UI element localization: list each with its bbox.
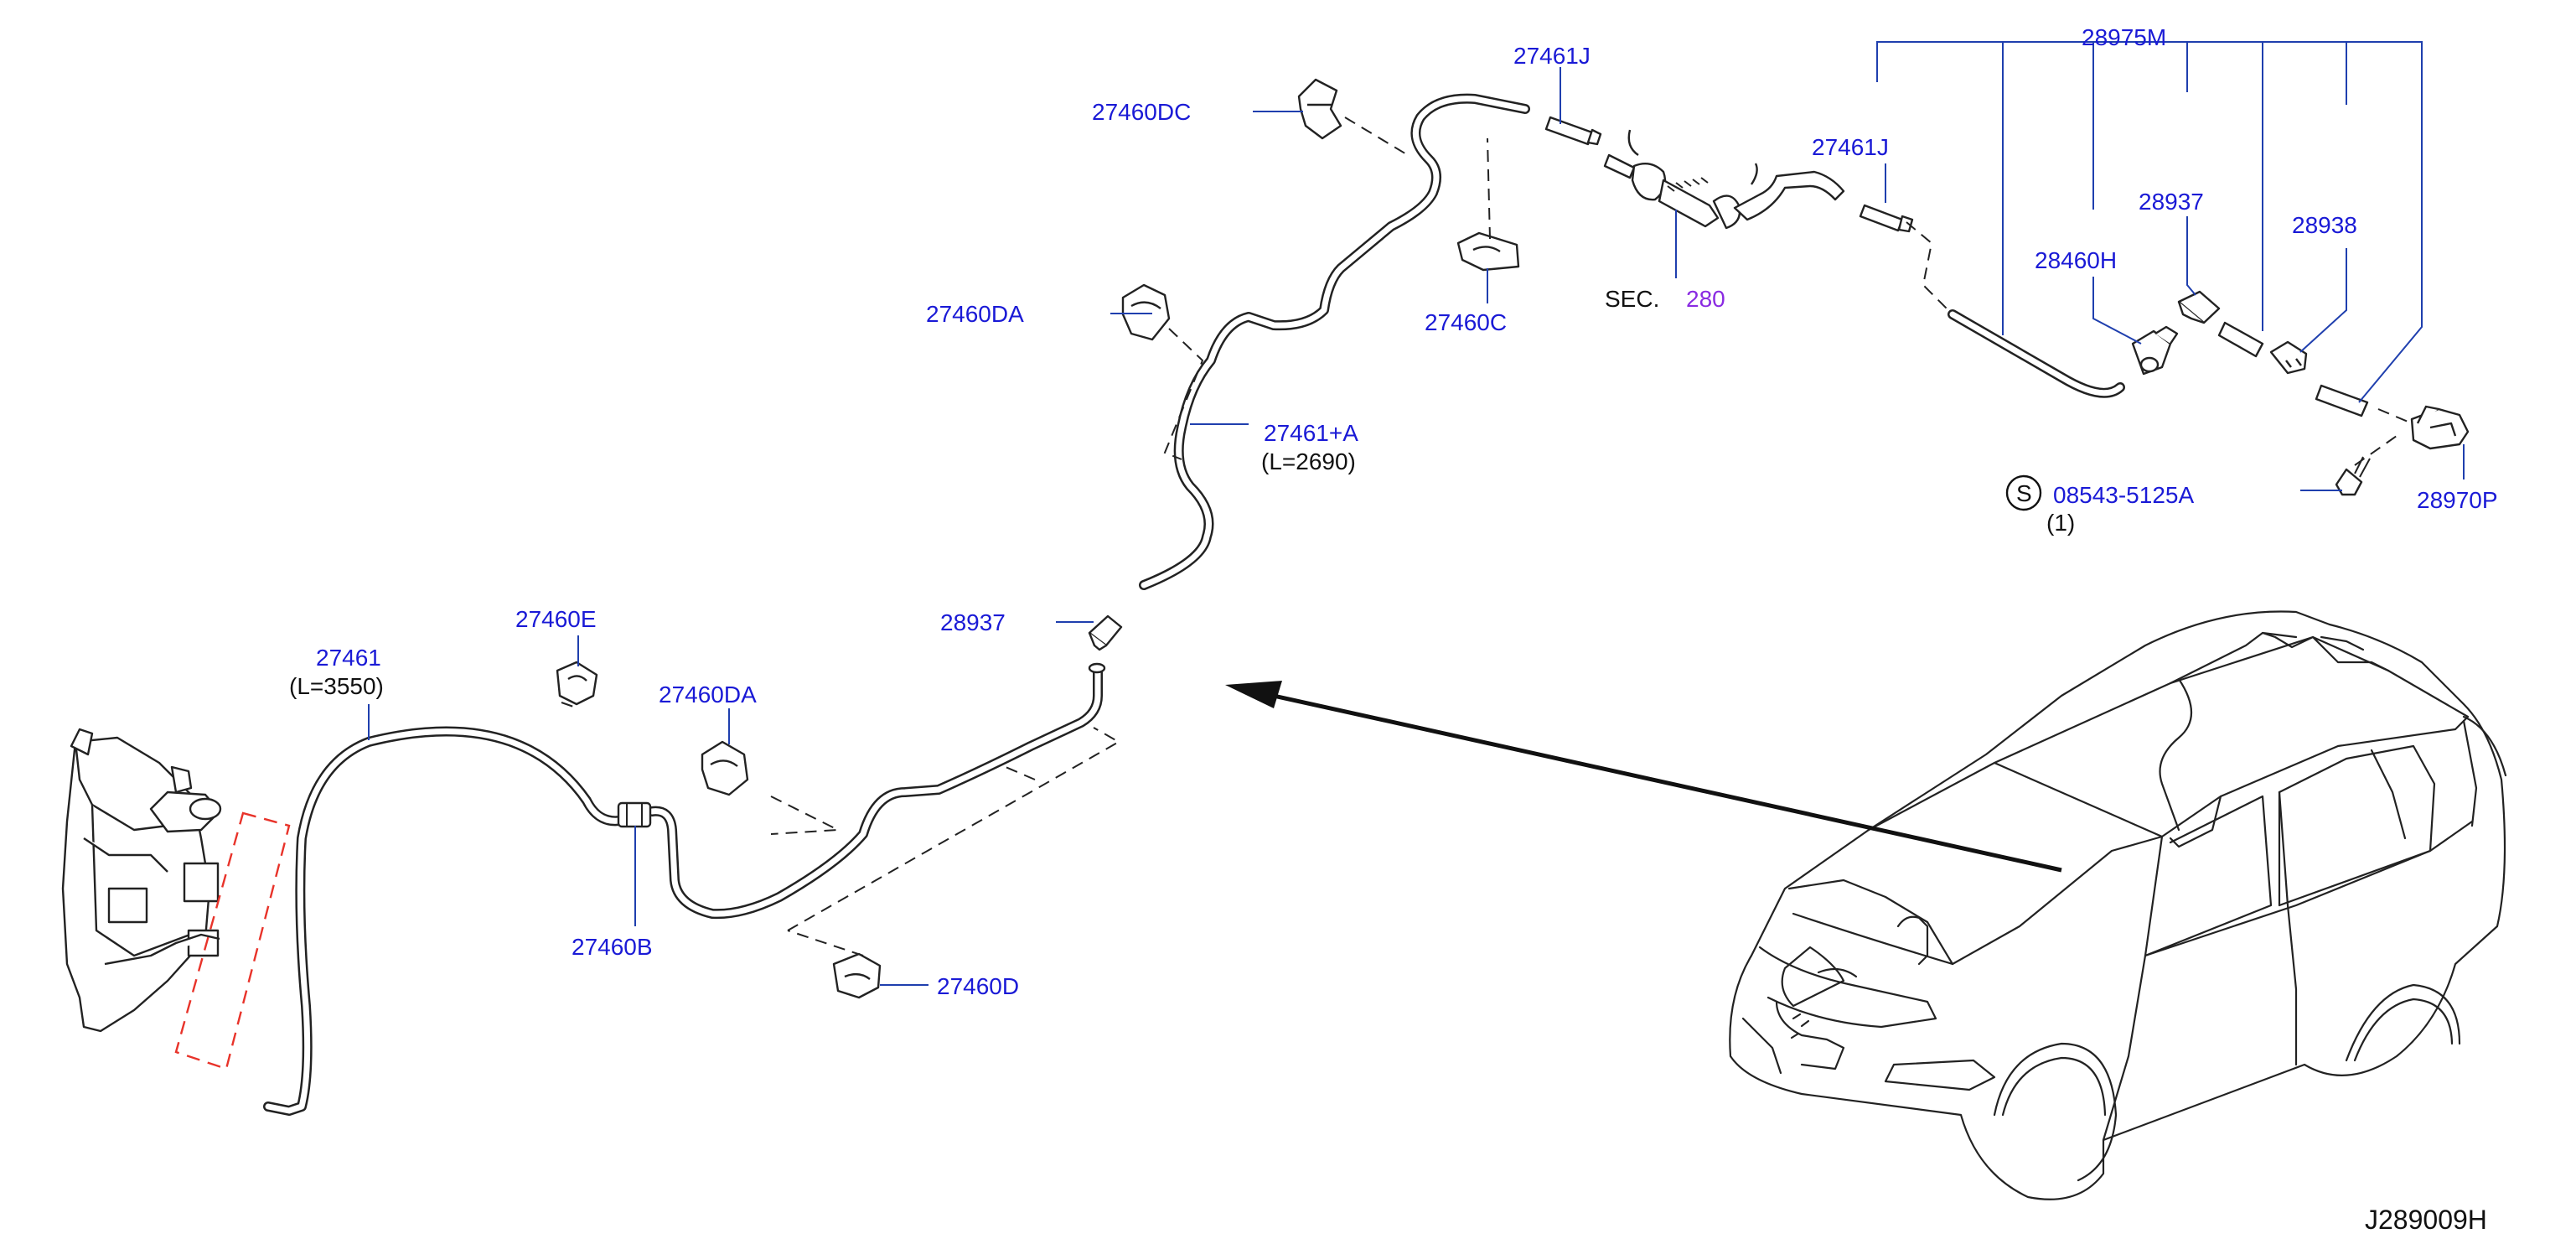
label-27460d: 27460D	[937, 973, 1019, 999]
label-27460e: 27460E	[515, 606, 597, 632]
label-27460da-lower: 27460DA	[659, 682, 757, 708]
label-27460c: 27460C	[1425, 309, 1507, 335]
clip-27460c	[1456, 231, 1520, 272]
vehicle-illustration	[1729, 610, 2507, 1200]
joint-27461j-lower	[1859, 204, 1914, 233]
check-valve-sec280	[1603, 129, 1845, 230]
clip-27460d	[832, 952, 882, 999]
label-27460b: 27460B	[572, 934, 653, 960]
label-28937-upper: 28937	[2139, 189, 2204, 215]
joint-28937-lower	[1088, 614, 1123, 674]
label-27461j-upper: 27461J	[1513, 43, 1591, 69]
valve-27460b	[617, 801, 652, 828]
nozzle-28970p	[2410, 405, 2470, 450]
washer-reservoir-tank	[61, 728, 222, 1033]
label-sec-number[interactable]: 280	[1686, 286, 1725, 312]
location-arrow	[1273, 693, 2062, 873]
label-27460da-upper: 27460DA	[926, 301, 1024, 327]
label-28937-lower: 28937	[940, 609, 1006, 635]
label-27461-a: 27461+A	[1264, 420, 1358, 446]
hose-28975m-segment	[1948, 309, 2125, 398]
label-27461-a-length: (L=2690)	[1261, 448, 1356, 474]
label-28975m: 28975M	[2082, 24, 2166, 50]
leader-lines	[368, 41, 2465, 986]
assembly-dash-lines	[561, 117, 2413, 956]
label-28938: 28938	[2292, 212, 2357, 238]
joint-27461j-upper	[1544, 116, 1602, 146]
hose-27461	[263, 726, 629, 1116]
label-08543-5125a: 08543-5125A	[2053, 482, 2194, 508]
hose-27461-a-lower	[647, 664, 1103, 920]
label-27461-length: (L=3550)	[289, 673, 384, 699]
location-arrow-head	[1225, 681, 1282, 708]
label-sec-prefix: SEC.	[1605, 286, 1659, 312]
label-27461j-lower: 27461J	[1812, 134, 1889, 160]
label-28460h: 28460H	[2035, 247, 2117, 273]
clip-27460da-upper	[1121, 283, 1171, 341]
label-27460dc: 27460DC	[1092, 99, 1191, 125]
tank-outlet-highlight	[174, 811, 291, 1070]
tube-segment-a	[2217, 321, 2264, 358]
tube-segment-b	[2315, 384, 2369, 417]
label-08543-qty: (1)	[2046, 510, 2075, 536]
joint-28937-upper	[2177, 290, 2221, 324]
clip-27460dc	[1297, 78, 1342, 140]
s-symbol-circle	[2005, 474, 2042, 511]
hose-27461-a-upper	[1139, 93, 1530, 590]
clip-27460e	[556, 661, 598, 706]
joint-28938	[2269, 340, 2308, 375]
drawing-code: J289009H	[2365, 1205, 2487, 1235]
clip-27460da-lower	[701, 740, 749, 796]
screw-08543	[2335, 456, 2371, 496]
label-s-symbol: S	[2016, 480, 2032, 506]
nozzle-28460h	[2131, 325, 2179, 376]
label-28970p: 28970P	[2417, 487, 2498, 513]
label-27461: 27461	[316, 645, 381, 671]
